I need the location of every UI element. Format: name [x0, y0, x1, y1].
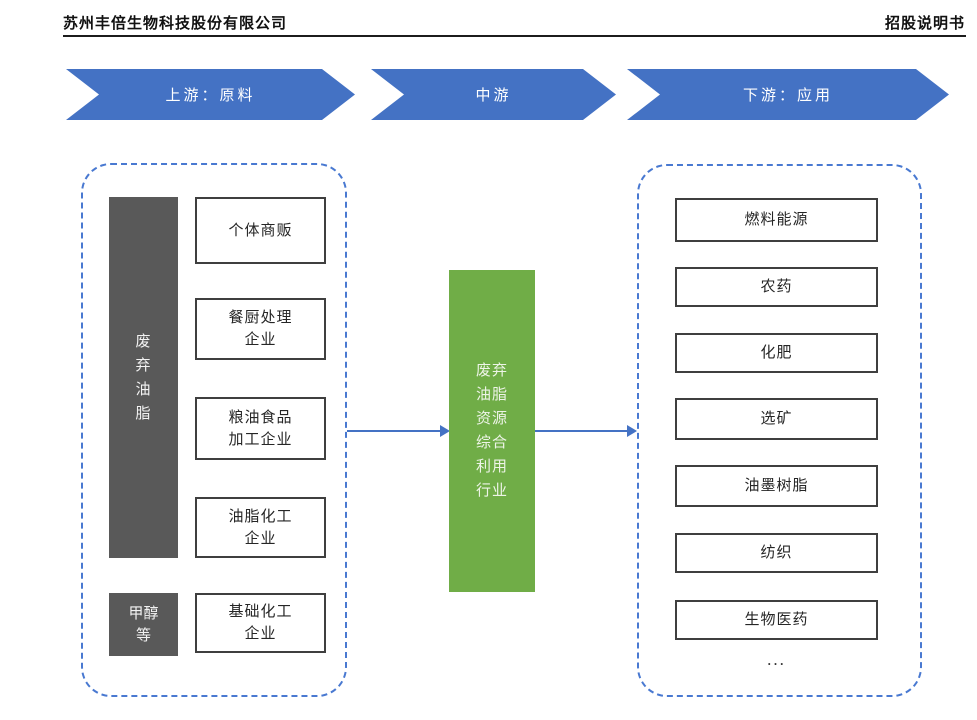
company-name: 苏州丰倍生物科技股份有限公司 — [63, 16, 288, 32]
banner-upstream: 上游：原料 — [66, 69, 355, 120]
supplier-box: 餐厨处理 企业 — [195, 298, 326, 360]
methanol-box: 甲醇 等 — [109, 593, 178, 656]
supplier-box: 油脂化工 企业 — [195, 497, 326, 558]
supplier-box: 个体商贩 — [195, 197, 326, 264]
arrow-right-icon — [627, 425, 637, 437]
application-box: 选矿 — [675, 398, 878, 440]
application-box: 农药 — [675, 267, 878, 307]
waste-oil-bar: 废 弃 油 脂 — [109, 197, 178, 558]
downstream-group — [637, 164, 922, 697]
more-applications-ellipsis: ... — [767, 650, 786, 669]
document-type-label: 招股说明书 — [884, 16, 965, 32]
application-box: 化肥 — [675, 333, 878, 373]
header-divider — [63, 35, 966, 37]
banner-midstream: 中游 — [371, 69, 616, 120]
application-box: 纺织 — [675, 533, 878, 573]
arrow-right-icon — [440, 425, 450, 437]
supplier-box: 粮油食品 加工企业 — [195, 397, 326, 460]
application-box: 生物医药 — [675, 600, 878, 640]
connector-line-right — [535, 430, 628, 432]
application-box: 油墨树脂 — [675, 465, 878, 507]
banner-downstream: 下游：应用 — [627, 69, 949, 120]
midstream-industry-box: 废弃 油脂 资源 综合 利用 行业 — [449, 270, 535, 592]
supplier-box: 基础化工 企业 — [195, 593, 326, 653]
application-box: 燃料能源 — [675, 198, 878, 242]
upstream-group — [81, 163, 347, 697]
connector-line-left — [347, 430, 441, 432]
